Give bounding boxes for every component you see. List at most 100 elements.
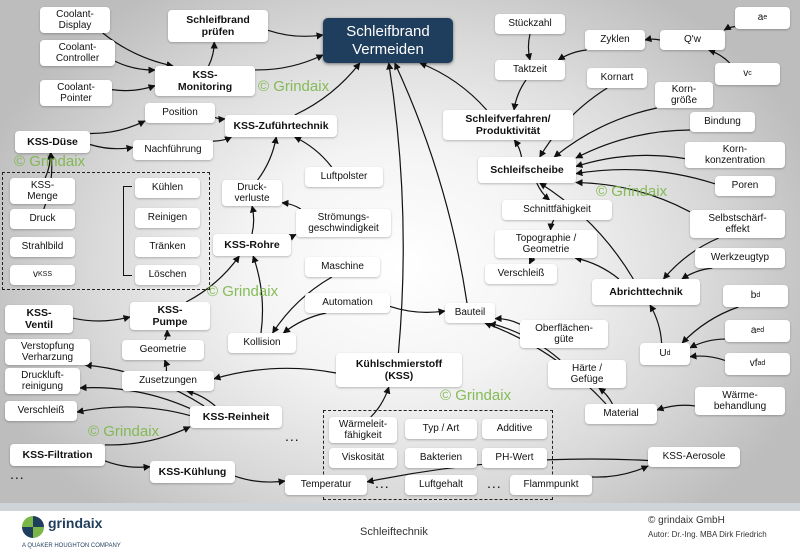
edge-ae-to-qw (723, 23, 736, 31)
edge-coolant_controller-to-kss_monitoring (114, 60, 156, 74)
node-kss-filtration: KSS-Filtration (10, 444, 105, 466)
edge-schleifverfahren-to-main (419, 62, 488, 111)
node-zyklen: Zyklen (585, 30, 645, 50)
edge-aed-to-ud (689, 338, 726, 349)
edge-bauteil-to-main (394, 62, 468, 304)
node-korngroesse: Korn- größe (655, 82, 713, 108)
node-bauteil: Bauteil (445, 303, 495, 323)
node-kss-menge: KSS- Menge (10, 178, 75, 204)
node-maschine: Maschine (305, 257, 380, 277)
edge-kss_reinheit-to-verschleiss_l (76, 406, 191, 417)
watermark-2: © Grindaix (596, 183, 668, 200)
node-strahlbild: Strahlbild (10, 237, 75, 257)
edge-abrichttechnik-to-schleifscheibe (539, 182, 634, 280)
edge-stroemungsgeschw-to-druckverluste (281, 199, 302, 210)
node-oberflaechenguete: Oberflächen- güte (520, 320, 608, 348)
edge-kss_reinheit-to-zusetzungen (186, 389, 216, 407)
node-schleifverfahren: Schleifverfahren/ Produktivität (443, 110, 573, 140)
edge-automation-to-bauteil (389, 305, 446, 316)
node-kss-rohre: KSS-Rohre (213, 234, 291, 256)
edge-geometrie-to-kss_pumpe (163, 329, 171, 341)
node-druck: Druck (10, 209, 75, 229)
node-kornart: Kornart (587, 68, 647, 88)
edge-kss_zufuehrtechnik-to-main (294, 62, 361, 116)
node-kss-kuehlung: KSS-Kühlung (150, 461, 235, 483)
edge-kuehlschmierstoff-to-main (386, 62, 404, 354)
node-loeschen: Löschen (135, 265, 200, 285)
logo-text: grindaix (48, 515, 103, 531)
edge-kss_filtration-to-kss_reinheit (104, 426, 191, 446)
edge-bindung-to-schleifscheibe (575, 129, 691, 159)
edge-kss_kuehlung-to-temperatur (234, 475, 286, 486)
node-kuehlschmierstoff: Kühlschmierstoff (KSS) (336, 353, 462, 387)
node-coolant-controller: Coolant- Controller (40, 40, 115, 66)
footer-copyright: © grindaix GmbH (648, 515, 725, 526)
watermark-1: © Grindaix (14, 153, 86, 170)
node-coolant-display: Coolant- Display (40, 7, 110, 33)
edge-schleifbrand_pruefen-to-main (267, 29, 324, 40)
node-kornkonzentration: Korn- konzentration (685, 142, 785, 168)
node-verstopfung: Verstopfung Verharzung (5, 339, 90, 365)
watermark-5: © Grindaix (88, 423, 160, 440)
edge-luftpolster-to-kss_zufuehrtechnik (293, 136, 333, 168)
edge-kss_reinheit-to-druckluftreinigung (79, 384, 191, 409)
edge-bd-to-ud (681, 306, 739, 344)
edge-material-to-bauteil (484, 321, 607, 405)
ellipsis-3: ... (487, 475, 502, 491)
edge-vc-to-qw (707, 48, 731, 64)
node-bakterien: Bakterien (405, 448, 477, 468)
edge-kuehlschmierstoff-to-zusetzungen (213, 367, 337, 381)
edge-topographie-to-verschleiss_r (528, 256, 536, 265)
edge-material-to-haerte_gefuege (598, 387, 614, 405)
node-schleifscheibe: Schleifscheibe (478, 157, 576, 183)
node-coolant-pointer: Coolant- Pointer (40, 80, 112, 106)
edge-werkzeugtyp-to-abrichttechnik (681, 267, 713, 280)
edge-schleifscheibe-to-schnittfaehigkeit (536, 182, 551, 201)
node-abrichttechnik: Abrichttechnik (592, 279, 700, 305)
edge-kss_duese-to-nachfuehrung (89, 143, 134, 152)
edge-kss_filtration-to-kss_kuehlung (104, 460, 151, 471)
edge-coolant_display-to-kss_monitoring (102, 32, 174, 69)
node-position: Position (145, 103, 215, 123)
node-druckluftreinigung: Druckluft- reinigung (5, 368, 80, 394)
node-kss-aerosole: KSS-Aerosole (648, 447, 740, 467)
node-luftgehalt: Luftgehalt (405, 475, 477, 495)
footer-author: Autor: Dr.-Ing. MBA Dirk Friedrich (648, 530, 767, 539)
edge-poren-to-schleifscheibe (575, 168, 716, 185)
node-werkzeugtyp: Werkzeugtyp (695, 248, 785, 268)
node-typ-art: Typ / Art (405, 419, 477, 439)
edge-flammpunkt-to-kss_aerosole (591, 465, 649, 478)
edge-stueckzahl-to-taktzeit (524, 33, 532, 61)
node-haerte-gefuege: Härte / Gefüge (548, 360, 626, 388)
edge-vfad-to-ud (689, 352, 726, 362)
edge-zusetzungen-to-geometrie (163, 359, 171, 372)
node-zusetzungen: Zusetzungen (122, 371, 214, 391)
edge-waermeleit-to-kuehlschmierstoff (370, 386, 391, 418)
edge-kss_ventil-to-kss_pumpe (72, 315, 131, 323)
edge-druckverluste-to-kss_zufuehrtechnik (257, 136, 279, 181)
node-stroemungsgeschw: Strömungs- geschwindigkeit (296, 209, 391, 237)
node-kss-zufuehrtechnik: KSS-Zuführtechnik (225, 115, 337, 137)
node-kss-duese: KSS-Düse (15, 131, 90, 153)
node-taktzeit: Taktzeit (495, 60, 565, 80)
edge-automation-to-kollision (282, 312, 327, 334)
node-poren: Poren (715, 176, 775, 196)
node-waermeleit: Wärmeleit- fähigkeit (329, 417, 397, 443)
edge-schnittfaehigkeit-to-topographie (547, 219, 555, 231)
edge-kss_monitoring-to-main (254, 54, 324, 71)
edge-abrichttechnik-to-topographie (574, 255, 620, 280)
node-verschleiss-l: Verschleiß (5, 401, 77, 421)
node-waermebehandlung: Wärme- behandlung (695, 387, 785, 415)
node-kss-reinheit: KSS-Reinheit (190, 406, 282, 428)
edge-taktzeit-to-schleifverfahren (511, 79, 527, 111)
node-kollision: Kollision (228, 333, 296, 353)
footer-divider (0, 503, 800, 511)
edge-kornkonzentration-to-schleifscheibe (575, 154, 686, 168)
edge-kss_monitoring-to-schleifbrand_pruefen (208, 41, 218, 67)
